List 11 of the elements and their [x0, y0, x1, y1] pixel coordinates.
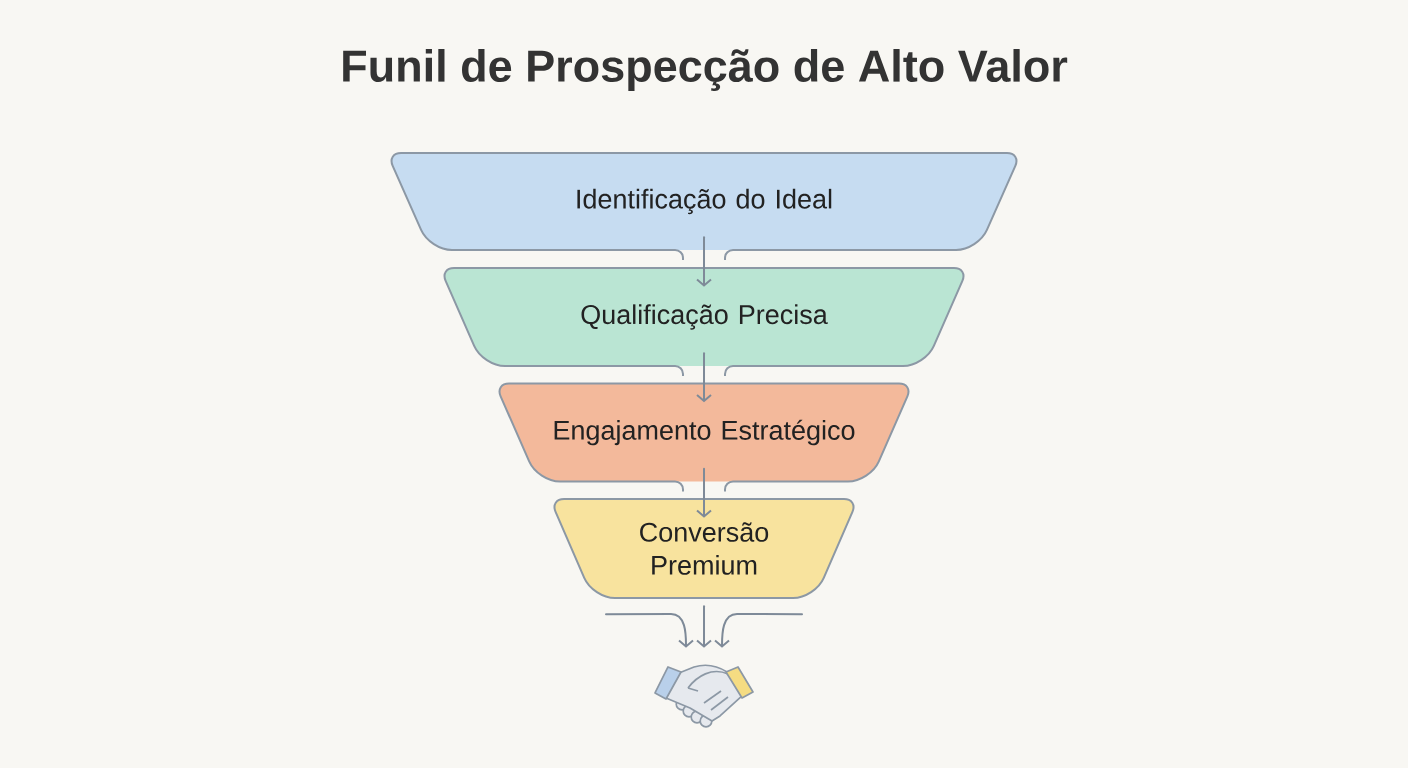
- arrow: [696, 467, 712, 518]
- arrow: [696, 236, 712, 287]
- arrow: [714, 613, 803, 648]
- funnel-stage: Qualificação Precisa: [443, 267, 965, 377]
- arrow: [696, 605, 712, 648]
- arrow: [696, 352, 712, 403]
- title: Funil de Prospecção de Alto Valor: [343, 49, 1068, 91]
- funnel-stage: Engajamento Estratégico: [498, 382, 910, 493]
- funnel-stage: Identificação do Ideal: [390, 152, 1018, 261]
- handshake-icon: [654, 664, 754, 728]
- arrow: [605, 613, 694, 648]
